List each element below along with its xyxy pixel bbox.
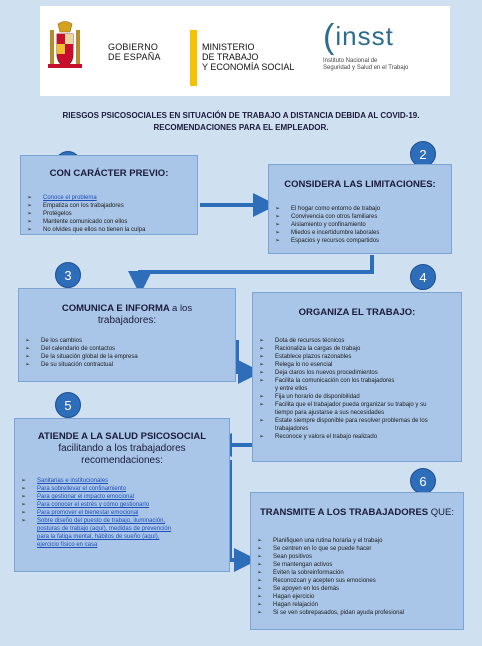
list-item[interactable]: Para sobrellevar el confinamiento bbox=[15, 485, 229, 493]
list-item: Protégelos bbox=[21, 210, 197, 218]
insst-logo: (insst Instituto Nacional de Seguridad y… bbox=[323, 20, 453, 72]
ministry-line-3: Y ECONOMÍA SOCIAL bbox=[202, 62, 295, 72]
list-item: Estate siempre disponible para resolver … bbox=[253, 417, 461, 425]
step-1-title: CON CARÁCTER PREVIO: bbox=[49, 168, 169, 179]
list-item[interactable]: Para conocer el estrés y cómo gestionarl… bbox=[15, 501, 229, 509]
page-title: RIESGOS PSICOSOCIALES EN SITUACIÓN DE TR… bbox=[8, 110, 474, 134]
list-item: Facilita la comunicación con los trabaja… bbox=[253, 377, 461, 385]
list-item[interactable]: Sanitarias e institucionales bbox=[15, 477, 229, 485]
step-3-number: 3 bbox=[55, 262, 81, 288]
list-item: Dota de recursos técnicos bbox=[253, 337, 461, 345]
title-line-1: RIESGOS PSICOSOCIALES EN SITUACIÓN DE TR… bbox=[62, 111, 420, 120]
list-item: Espacios y recursos compartidos bbox=[269, 237, 451, 245]
ministry-line-2: DE TRABAJO bbox=[202, 52, 259, 62]
list-item: Fija un horario de disponibilidad bbox=[253, 393, 461, 401]
list-item: Convivencia con otros familiares bbox=[269, 213, 451, 221]
list-item: De su situación contractual bbox=[19, 361, 235, 369]
list-item[interactable]: posturas de trabajo (aquí), medidas de p… bbox=[37, 526, 172, 532]
list-item: De la situación global de la empresa bbox=[19, 353, 235, 361]
list-item: Miedos e incertidumbre laborales bbox=[269, 229, 451, 237]
step-4-list: Dota de recursos técnicos Racionaliza la… bbox=[253, 337, 461, 441]
list-item: Relega lo no esencial bbox=[253, 361, 461, 369]
list-item[interactable]: ejercicio físico en casa bbox=[37, 542, 98, 548]
list-item: Facilita que el trabajador pueda organiz… bbox=[253, 401, 461, 409]
step-6-title: TRANSMITE A LOS TRABAJADORES QUE: bbox=[259, 507, 455, 518]
arrow-3-to-4 bbox=[235, 340, 262, 384]
arrow-5-to-6 bbox=[228, 460, 258, 572]
list-item: Del calendario de contactos bbox=[19, 345, 235, 353]
step-6-list: Planifiquen una rutina horaria y el trab… bbox=[251, 537, 463, 617]
list-item: Se apoyen en los demás bbox=[251, 585, 463, 593]
list-item: Planifiquen una rutina horaria y el trab… bbox=[251, 537, 463, 545]
list-item: trabajadores bbox=[275, 426, 309, 432]
list-item: Eviten la sobreinformación bbox=[251, 569, 463, 577]
list-item[interactable]: Para gestionar el impacto emocional bbox=[15, 493, 229, 501]
step-6-box: TRANSMITE A LOS TRABAJADORES QUE: Planif… bbox=[250, 492, 464, 630]
step-4-title: ORGANIZA EL TRABAJO: bbox=[298, 307, 416, 318]
gov-yellow-bar bbox=[190, 30, 197, 86]
step-2-number: 2 bbox=[410, 141, 436, 167]
step-2-box: CONSIDERA LAS LIMITACIONES: El hogar com… bbox=[268, 164, 452, 254]
list-item: No olvides que ellos no tienen la culpa bbox=[21, 226, 197, 234]
step-5-subtitle-1: facilitando a los trabajadores bbox=[58, 443, 186, 454]
list-item: Hagan relajación bbox=[251, 601, 463, 609]
coat-of-arms-icon bbox=[48, 21, 82, 68]
step-5-subtitle-2: recomendaciones: bbox=[81, 455, 163, 466]
list-item: Establece plazos razonables bbox=[253, 353, 461, 361]
step-2-title: CONSIDERA LAS LIMITACIONES: bbox=[284, 179, 436, 190]
list-item: Deja claros los nuevos procedimientos bbox=[253, 369, 461, 377]
insst-subtitle: Instituto Nacional de Seguridad y Salud … bbox=[323, 58, 409, 71]
step-5-number: 5 bbox=[55, 392, 81, 418]
list-item: Sean positivos bbox=[251, 553, 463, 561]
step-1-box: CON CARÁCTER PREVIO: Conoce el problema … bbox=[20, 155, 198, 235]
list-item: De los cambios bbox=[19, 337, 235, 345]
header-logos: GOBIERNO DE ESPAÑA MINISTERIO DE TRABAJO… bbox=[40, 6, 450, 96]
step-4-box: ORGANIZA EL TRABAJO: Dota de recursos té… bbox=[252, 292, 462, 462]
step-5-box: ATIENDE A LA SALUD PSICOSOCIAL facilitan… bbox=[14, 418, 230, 572]
list-item: El hogar como entorno de trabajo bbox=[269, 205, 451, 213]
list-item: Se centren en lo que se puede hacer bbox=[251, 545, 463, 553]
insst-wordmark: (insst bbox=[323, 18, 394, 56]
step-5-title: ATIENDE A LA SALUD PSICOSOCIAL bbox=[37, 431, 207, 442]
list-item: Racionaliza la cargas de trabajo bbox=[253, 345, 461, 353]
step-4-number: 4 bbox=[410, 264, 436, 290]
title-line-2: RECOMENDACIONES PARA EL EMPLEADOR. bbox=[153, 123, 329, 132]
list-item: Reconozcan y acepten sus emociones bbox=[251, 577, 463, 585]
step-3-subtitle: trabajadores: bbox=[97, 315, 157, 326]
list-item: Reconoce y valora el trabajo realizado bbox=[253, 433, 461, 441]
list-item[interactable]: Para promover el bienestar emocional bbox=[15, 509, 229, 517]
step-2-list: El hogar como entorno de trabajo Convive… bbox=[269, 205, 451, 245]
government-name: GOBIERNO DE ESPAÑA bbox=[108, 42, 161, 62]
step-3-box: COMUNICA E INFORMA a los trabajadores: D… bbox=[18, 288, 236, 382]
step-3-title: COMUNICA E INFORMA a los bbox=[61, 303, 193, 314]
step-5-list: Sanitarias e institucionales Para sobrel… bbox=[15, 477, 229, 549]
ministry-line-1: MINISTERIO bbox=[202, 42, 255, 52]
gov-line-1: GOBIERNO bbox=[108, 42, 159, 52]
list-item: Se mantengan activos bbox=[251, 561, 463, 569]
list-item[interactable]: para la fatiga mental, hábitos de sueño … bbox=[37, 534, 160, 540]
list-item[interactable]: Sobre diseño del puesto de trabajo, ilum… bbox=[15, 517, 229, 525]
list-item[interactable]: Conoce el problema bbox=[21, 194, 197, 202]
arrow-2-to-3 bbox=[128, 255, 374, 295]
list-item: Mantente comunicado con ellos bbox=[21, 218, 197, 226]
list-item: y entre ellos bbox=[275, 386, 308, 392]
list-item: Empatiza con los trabajadores bbox=[21, 202, 197, 210]
list-item: tiempo para ajustarse a sus necesidades bbox=[275, 410, 385, 416]
step-1-list: Conoce el problema Empatiza con los trab… bbox=[21, 194, 197, 234]
ministry-name: MINISTERIO DE TRABAJO Y ECONOMÍA SOCIAL bbox=[202, 42, 294, 72]
list-item: Aislamiento y confinamiento bbox=[269, 221, 451, 229]
list-item: Hagan ejercicio bbox=[251, 593, 463, 601]
step-6-number: 6 bbox=[410, 468, 436, 494]
list-item: Si se ven sobrepasados, pidan ayuda prof… bbox=[251, 609, 463, 617]
gov-line-2: DE ESPAÑA bbox=[108, 52, 161, 62]
step-3-list: De los cambios Del calendario de contact… bbox=[19, 337, 235, 369]
